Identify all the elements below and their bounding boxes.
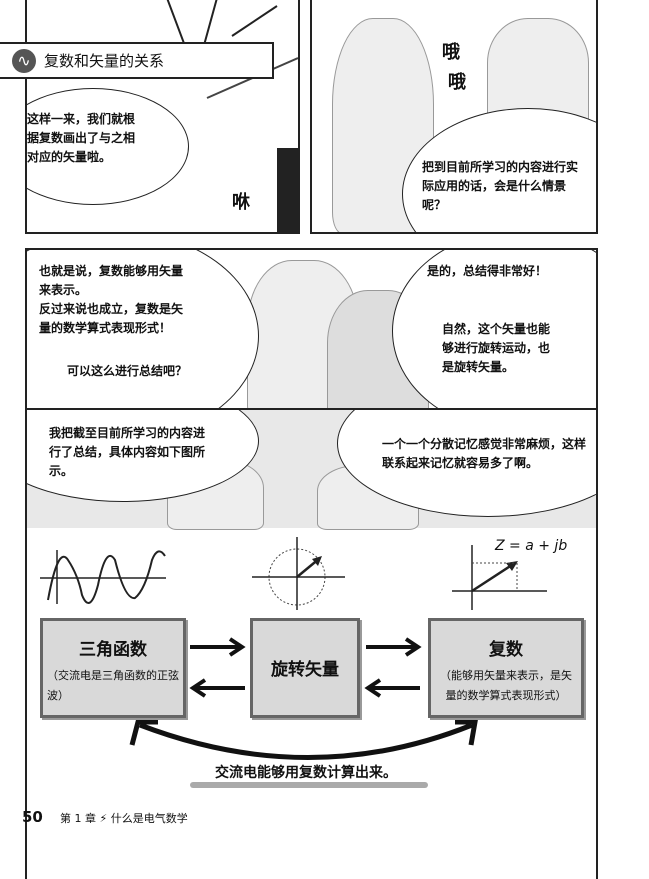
chapter-label: 第 1 章 ⚡ 什么是电气数学 [60, 812, 188, 825]
caption-underline [190, 782, 428, 788]
box-title: 三角函数 [79, 640, 147, 660]
speed-lines [166, 0, 298, 232]
rotating-vector-box: 旋转矢量 [250, 618, 360, 718]
trig-function-box: 三角函数 （交流电是三角函数的正弦波） [40, 618, 186, 718]
speech-bubble [27, 250, 259, 420]
speech-text: 反过来说也成立，复数是矢量的数学算式表现形式！ [39, 302, 184, 335]
complex-formula: Z = a + jb [495, 538, 568, 554]
panel-2: 哦 哦 把到目前所学习的内容进行实际应用的话，会是什么情景呢？ [310, 0, 598, 234]
complex-number-box: 复数 （能够用矢量来表示，是矢量的数学算式表现形式） [428, 618, 584, 718]
box-subtitle: （交流电是三角函数的正弦波） [47, 669, 179, 702]
diagram-caption: 交流电能够用复数计算出来。 [215, 765, 397, 781]
section-title-bar: ∿ 复数和矢量的关系 [0, 42, 274, 79]
complex-plane-graph [452, 545, 547, 610]
sound-effect: 哦 [448, 72, 466, 93]
sine-wave-graph [40, 550, 166, 604]
speech-text: 是的，总结得非常好！ [427, 264, 548, 278]
speech-text: 可以这么进行总结吧？ [67, 364, 188, 378]
speech-text: 自然，这个矢量也能够进行旋转运动，也是旋转矢量。 [442, 322, 551, 374]
sound-effect: 哦 [442, 42, 460, 63]
box-title: 复数 [489, 640, 523, 660]
arrows [129, 637, 478, 760]
sine-wave-icon: ∿ [12, 48, 36, 73]
sound-effect: 咻 [232, 192, 250, 213]
panel-3: 也就是说，复数能够用矢量来表示。 反过来说也成立，复数是矢量的数学算式表现形式！… [25, 248, 598, 422]
rotating-vector-graph [252, 537, 345, 610]
section-title: 复数和矢量的关系 [44, 52, 165, 70]
box-subtitle: （能够用矢量来表示，是矢量的数学算式表现形式） [440, 669, 572, 702]
speech-text: 把到目前所学习的内容进行实际应用的话，会是什么情景呢？ [422, 160, 579, 212]
box-title: 旋转矢量 [271, 660, 339, 680]
speech-text: 我把截至目前所学习的内容进行了总结，具体内容如下图所示。 [49, 426, 206, 478]
page-number: 50 [22, 808, 43, 826]
speech-text: 一个一个分散记忆感觉非常麻烦，这样联系起来记忆就容易多了啊。 [382, 437, 587, 470]
speech-bubble [392, 250, 596, 420]
panel-1: 这样一来，我们就根据复数画出了与之相对应的矢量啦。 咻 [25, 0, 300, 234]
speech-text: 这样一来，我们就根据复数画出了与之相对应的矢量啦。 [27, 112, 136, 164]
speech-text: 也就是说，复数能够用矢量来表示。 [39, 264, 184, 297]
